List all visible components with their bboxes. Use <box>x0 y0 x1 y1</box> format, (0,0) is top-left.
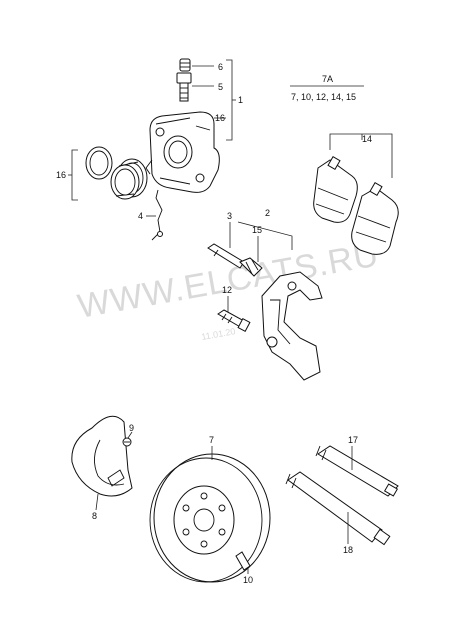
disc-retaining-bolt <box>235 551 251 571</box>
label-9: 9 <box>129 423 134 433</box>
label-14: 14 <box>362 134 372 144</box>
watermark-date: 11.01.20 <box>201 326 237 342</box>
brake-carrier <box>261 271 323 381</box>
grease-tube-17 <box>315 445 399 497</box>
label-18: 18 <box>343 545 353 555</box>
bleeder-cap <box>179 58 191 72</box>
splash-shield <box>71 415 133 497</box>
label-6: 6 <box>218 62 223 72</box>
label-16-seals: 16 <box>56 170 66 180</box>
carrier-bolt <box>217 309 251 332</box>
label-12: 12 <box>222 285 232 295</box>
label-15: 15 <box>252 225 262 235</box>
brake-pad-front <box>313 155 358 223</box>
bleeder-screw <box>176 72 192 102</box>
seal-ring <box>85 146 113 180</box>
label-7a-list: 7, 10, 12, 14, 15 <box>291 92 356 102</box>
label-10: 10 <box>243 575 253 585</box>
label-3: 3 <box>227 211 232 221</box>
brake-caliper <box>145 111 220 193</box>
shield-bolt <box>122 437 132 447</box>
label-2: 2 <box>265 208 270 218</box>
grease-tube-18 <box>285 471 391 546</box>
label-5: 5 <box>218 82 223 92</box>
label-4: 4 <box>138 211 143 221</box>
label-7: 7 <box>209 435 214 445</box>
label-16-caliper: 16 <box>215 113 225 123</box>
brake-pad-rear <box>351 181 399 255</box>
wear-indicator-wire <box>151 189 163 241</box>
label-7a: 7A <box>322 74 333 84</box>
brake-disc <box>149 453 271 583</box>
piston-seal-set <box>110 158 148 200</box>
guide-pin-boot <box>239 257 263 277</box>
label-8: 8 <box>92 511 97 521</box>
leader-lines <box>68 59 393 574</box>
label-1: 1 <box>238 95 243 105</box>
label-17: 17 <box>348 435 358 445</box>
